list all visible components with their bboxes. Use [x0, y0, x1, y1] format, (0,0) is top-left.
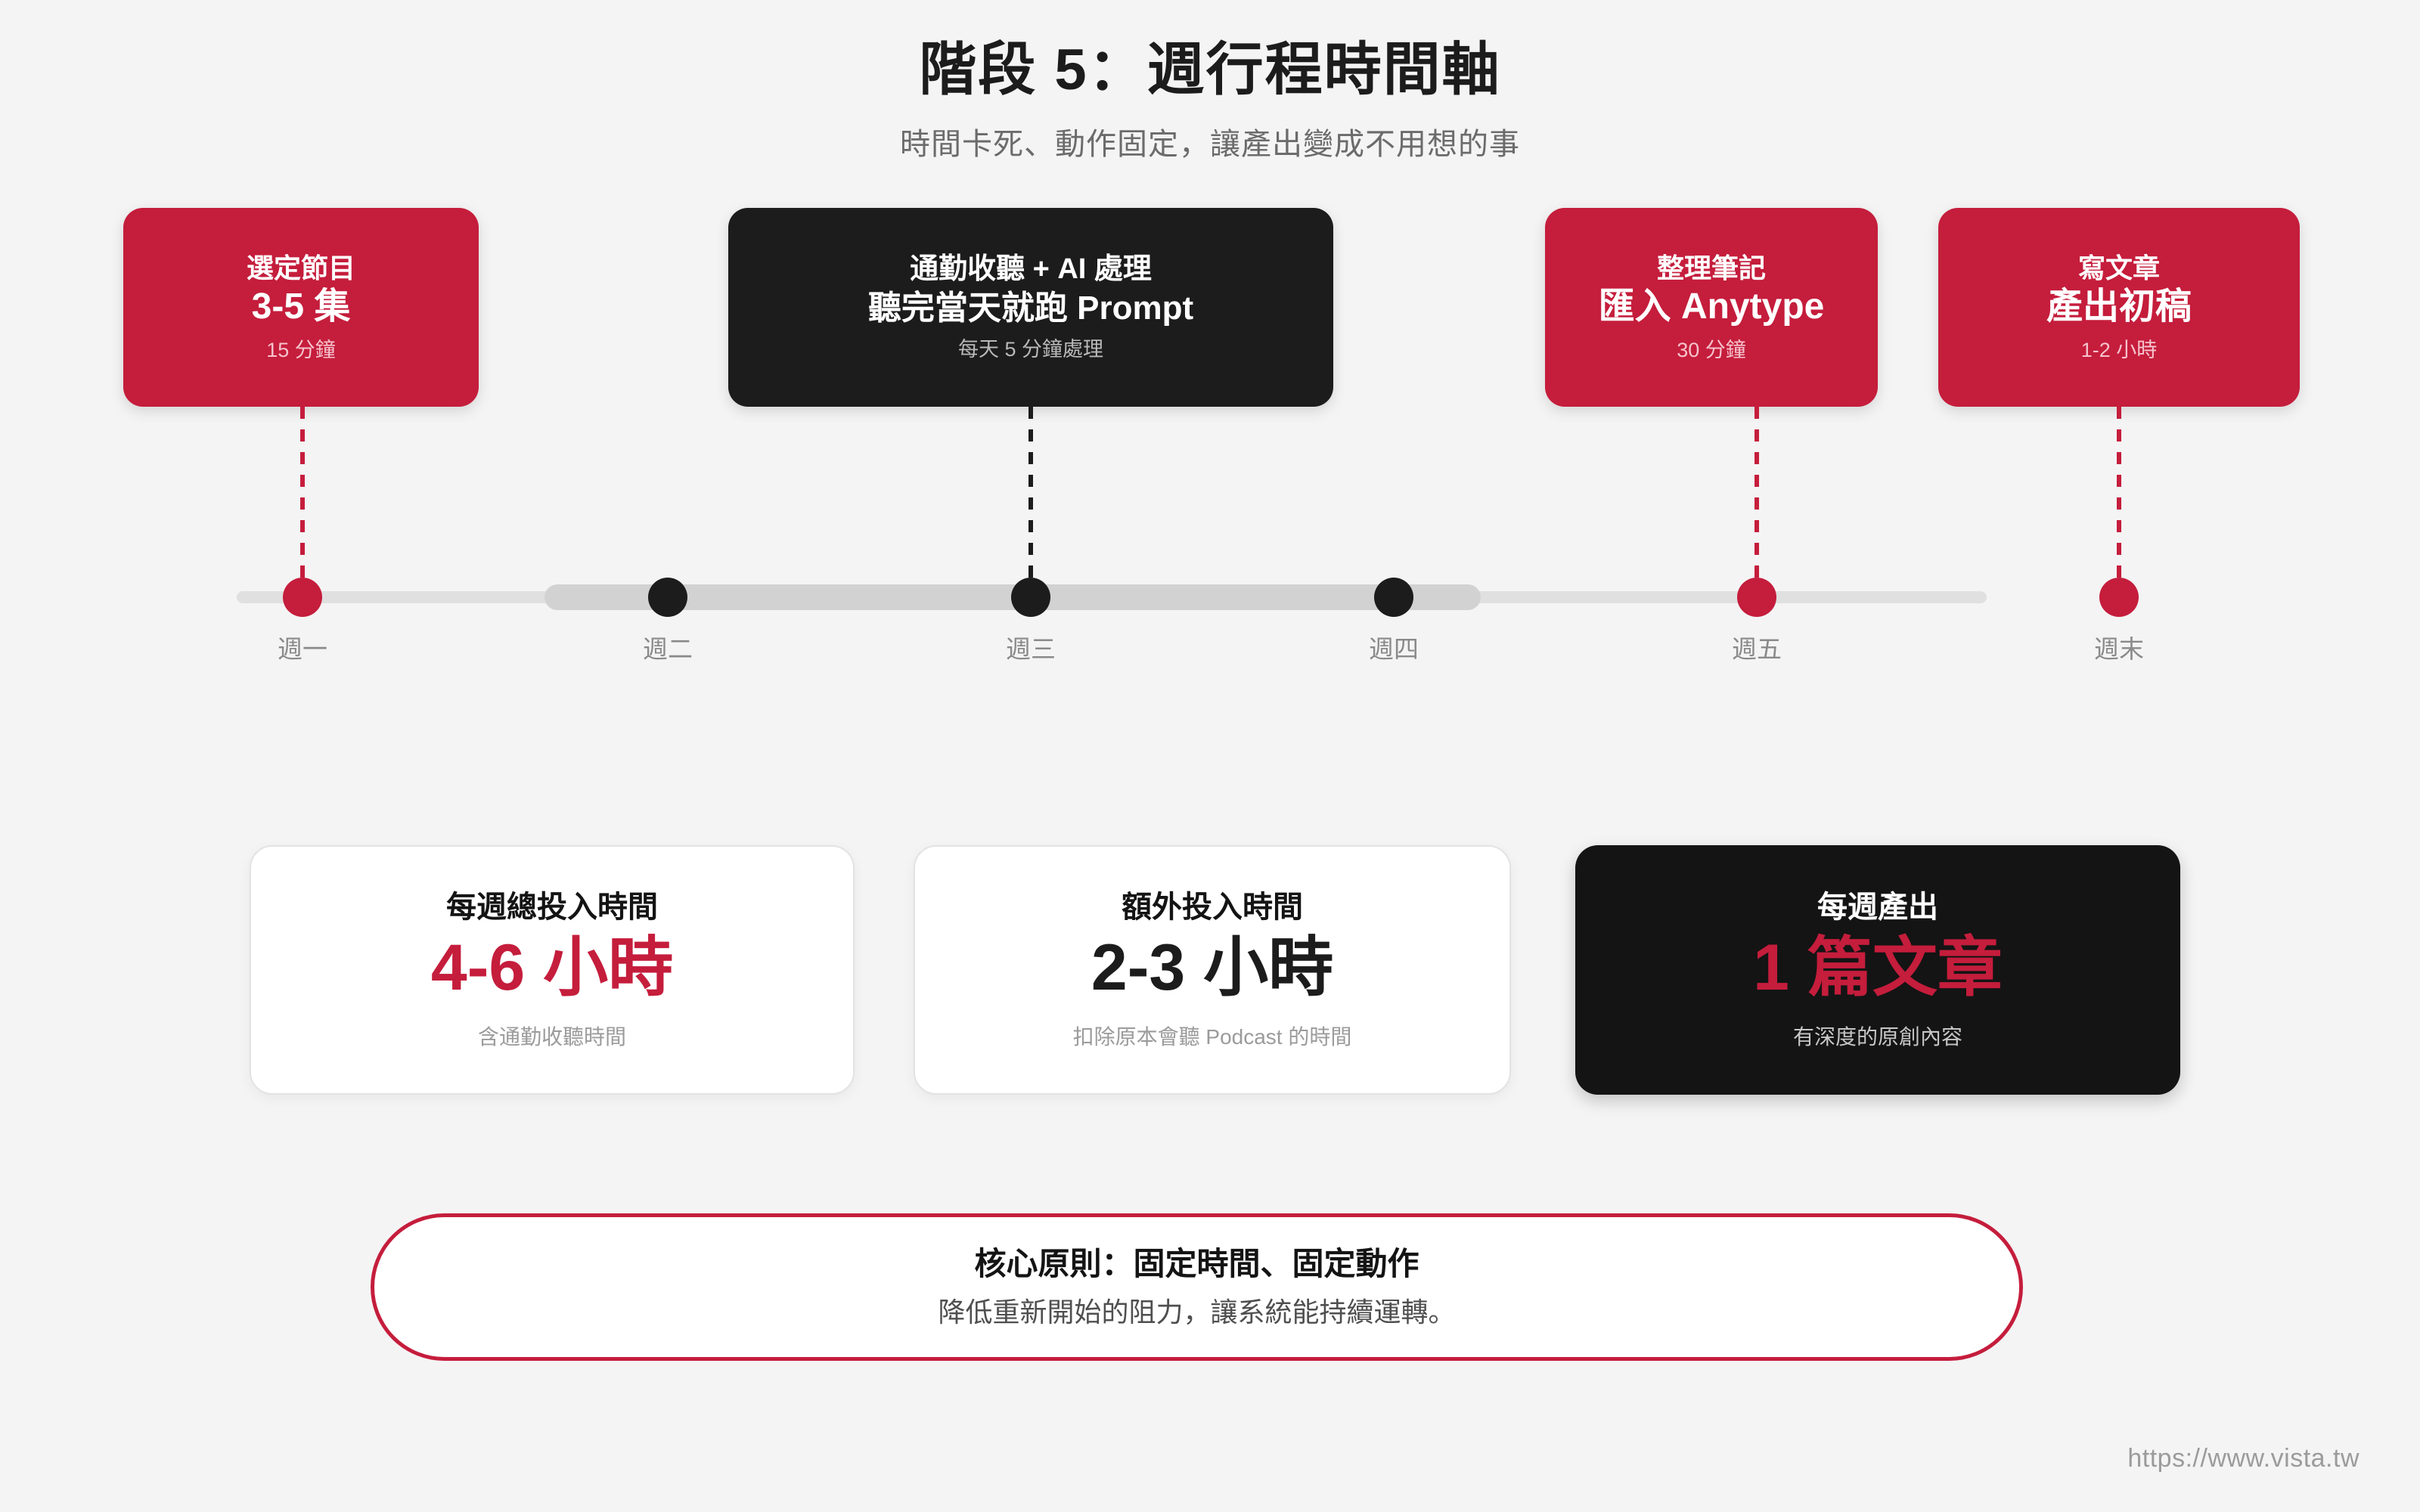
day-label-thursday: 週四 — [1369, 635, 1419, 663]
summary-card-2-title: 額外投入時間 — [1122, 891, 1303, 925]
timeline-card-2-line2: 聽完當天就跑 Prompt — [867, 289, 1194, 327]
timeline-card-1-note: 15 分鐘 — [266, 338, 336, 361]
page-title: 階段 5：週行程時間軸 — [919, 38, 1501, 102]
timeline-dot-thursday[interactable] — [1374, 578, 1413, 617]
core-principle-banner[interactable]: 核心原則：固定時間、固定動作 降低重新開始的阻力，讓系統能持續運轉。 — [371, 1213, 2023, 1361]
connector-card-4 — [2117, 407, 2121, 582]
connector-card-2 — [1028, 407, 1033, 582]
day-label-wednesday: 週三 — [1006, 635, 1056, 663]
summary-card-3-title: 每週產出 — [1817, 891, 1938, 925]
day-label-tuesday: 週二 — [643, 635, 693, 663]
timeline-dot-weekend[interactable] — [2099, 578, 2139, 617]
connector-card-3 — [1754, 407, 1759, 582]
timeline-card-2-note: 每天 5 分鐘處理 — [957, 337, 1104, 361]
timeline-dot-friday[interactable] — [1737, 578, 1776, 617]
timeline-card-3-note: 30 分鐘 — [1677, 338, 1746, 361]
timeline-card-1-line1: 選定節目 — [246, 253, 355, 284]
summary-card-2-note: 扣除原本會聽 Podcast 的時間 — [1072, 1024, 1352, 1049]
timeline-card-2[interactable]: 通勤收聽 + AI 處理 聽完當天就跑 Prompt 每天 5 分鐘處理 — [728, 208, 1333, 407]
timeline-card-4-line1: 寫文章 — [2077, 253, 2160, 284]
timeline-card-3-line1: 整理筆記 — [1656, 253, 1766, 284]
page-subtitle: 時間卡死、動作固定，讓產出變成不用想的事 — [900, 128, 1520, 161]
timeline-card-4[interactable]: 寫文章 產出初稿 1-2 小時 — [1938, 208, 2300, 407]
timeline-card-1[interactable]: 選定節目 3-5 集 15 分鐘 — [123, 208, 479, 407]
core-principle-subtitle: 降低重新開始的阻力，讓系統能持續運轉。 — [938, 1296, 1456, 1328]
summary-card-3-note: 有深度的原創內容 — [1792, 1024, 1962, 1049]
summary-card-3-value: 1 篇文章 — [1753, 931, 2003, 1005]
timeline-card-1-line2: 3-5 集 — [251, 287, 351, 327]
timeline-dot-monday[interactable] — [283, 578, 322, 617]
summary-card-1-value: 4-6 小時 — [430, 931, 674, 1005]
connector-card-1 — [300, 407, 305, 582]
timeline-dot-tuesday[interactable] — [648, 578, 687, 617]
footer-url[interactable]: https://www.vista.tw — [2127, 1444, 2360, 1473]
timeline-card-2-line1: 通勤收聽 + AI 處理 — [910, 253, 1152, 286]
summary-card-extra-time[interactable]: 額外投入時間 2-3 小時 扣除原本會聽 Podcast 的時間 — [914, 845, 1511, 1095]
summary-card-2-value: 2-3 小時 — [1091, 931, 1334, 1005]
timeline-card-3-line2: 匯入 Anytype — [1598, 287, 1825, 327]
day-label-monday: 週一 — [278, 635, 327, 663]
summary-card-1-title: 每週總投入時間 — [446, 891, 658, 925]
timeline-card-4-line2: 產出初稿 — [2046, 287, 2192, 327]
summary-card-total-time[interactable]: 每週總投入時間 4-6 小時 含通勤收聽時間 — [250, 845, 855, 1095]
summary-card-1-note: 含通勤收聽時間 — [477, 1024, 626, 1049]
timeline-dot-wednesday[interactable] — [1011, 578, 1050, 617]
day-label-weekend: 週末 — [2094, 635, 2144, 663]
timeline-card-3[interactable]: 整理筆記 匯入 Anytype 30 分鐘 — [1545, 208, 1878, 407]
timeline-card-4-note: 1-2 小時 — [2080, 338, 2158, 361]
summary-card-weekly-output[interactable]: 每週產出 1 篇文章 有深度的原創內容 — [1575, 845, 2180, 1095]
day-label-friday: 週五 — [1732, 635, 1782, 663]
core-principle-title: 核心原則：固定時間、固定動作 — [974, 1245, 1419, 1281]
